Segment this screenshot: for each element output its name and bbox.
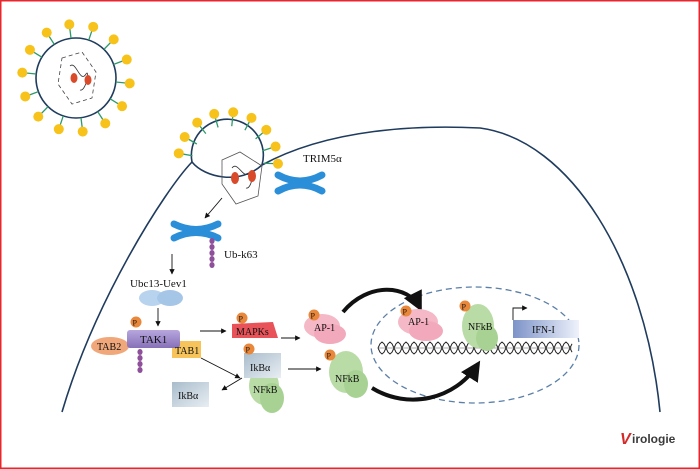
- trim5a-dimer: [274, 171, 326, 195]
- free-virus: [17, 19, 135, 137]
- spike-head: [124, 78, 135, 89]
- nfkb-cytoplasmic: [324, 349, 368, 398]
- free-virus-capsid: [57, 51, 97, 105]
- spike-head: [77, 126, 88, 137]
- ubc13-uev1-complex: [139, 290, 183, 306]
- spike-head: [53, 124, 64, 135]
- trim5a-label: TRIM5α: [303, 153, 342, 165]
- ap1-nuclear: [398, 305, 443, 341]
- budding-envelope: [190, 118, 265, 166]
- ap1-cyto-label: AP-1: [314, 323, 335, 334]
- spike-head: [192, 117, 203, 128]
- ap1-nuc-p-label: P: [403, 308, 408, 317]
- ifn-label: IFN-I: [532, 325, 555, 336]
- ikba-nfkb-complex: [243, 343, 284, 413]
- spike-head: [261, 124, 272, 135]
- ub-k63-chain: [209, 238, 215, 268]
- free-virus-genome: [69, 64, 88, 91]
- nfkb-nuclear: [459, 300, 498, 351]
- nucleus: [370, 286, 580, 404]
- tak1-complex: [91, 316, 201, 373]
- spike-head: [64, 19, 75, 30]
- arrow-tak1-to-ikba: [200, 357, 241, 379]
- spike-head: [88, 21, 99, 32]
- spike-head: [179, 132, 190, 142]
- arrow-ap1-translocation: [341, 287, 422, 314]
- tab2-label: TAB2: [97, 342, 121, 353]
- spike-head: [272, 158, 283, 169]
- mapks: [232, 312, 278, 338]
- nfkb-complex-label: NFkB: [253, 385, 278, 396]
- tak1-phospho: [130, 316, 142, 328]
- tab2: [91, 337, 129, 355]
- mapks-p-label: P: [239, 315, 244, 324]
- nfkb-nuc-p-label: P: [462, 303, 467, 312]
- ikba-free-label: IkBα: [178, 391, 199, 402]
- ubk63-label: Ub-k63: [224, 249, 258, 261]
- ap1-cytoplasmic: [304, 309, 346, 344]
- tak1-label: TAK1: [140, 334, 167, 346]
- spike-head: [41, 27, 52, 38]
- nfkb-cyto-label: NFkB: [335, 374, 360, 385]
- logo-text: irologie: [632, 432, 676, 446]
- spike-head: [33, 111, 44, 122]
- spike-head: [100, 118, 111, 129]
- spike-head: [20, 91, 31, 102]
- free-virus-rna: [84, 75, 92, 85]
- spike-head: [270, 141, 281, 152]
- spike-head: [108, 34, 119, 45]
- nfkb-cyto-p-label: P: [327, 352, 332, 361]
- ikba-free: [172, 382, 209, 407]
- ikba-complex-label: IkBα: [250, 363, 271, 374]
- logo-letter: V: [620, 431, 632, 448]
- arrow-nfkb-translocation: [370, 360, 481, 402]
- ikba-complex-p-label: P: [246, 346, 251, 355]
- nfkb-nuc-label: NFkB: [468, 322, 493, 333]
- arrow-ikba-release: [221, 377, 243, 391]
- cell-membrane: [61, 126, 661, 413]
- ifn-gene: [512, 305, 579, 338]
- tab1-label: TAB1: [175, 346, 199, 357]
- spike-head: [24, 44, 35, 55]
- trim5a-ubiquitinated: [170, 220, 222, 242]
- free-virus-rna: [70, 73, 78, 83]
- spike-head: [228, 107, 239, 118]
- spike-head: [117, 101, 128, 112]
- entering-virus: [173, 107, 283, 169]
- tak1: [127, 330, 180, 348]
- arrow-capsid-to-trim: [204, 197, 223, 219]
- uncoated-capsid: [221, 151, 263, 205]
- spike-head: [209, 108, 220, 119]
- ap1-cyto-p-label: P: [311, 312, 316, 321]
- ubc13-label: Ubc13-Uev1: [130, 278, 187, 290]
- ap1-nuc-label: AP-1: [408, 317, 429, 328]
- spike-head: [173, 148, 184, 159]
- virologie-logo: V irologie: [620, 431, 676, 448]
- spike-head: [17, 67, 28, 78]
- tak1-p-label: P: [133, 319, 138, 328]
- spike-head: [121, 54, 132, 65]
- dna-strand: [377, 341, 573, 355]
- spike-head: [246, 112, 257, 123]
- mapks-label: MAPKs: [236, 327, 269, 338]
